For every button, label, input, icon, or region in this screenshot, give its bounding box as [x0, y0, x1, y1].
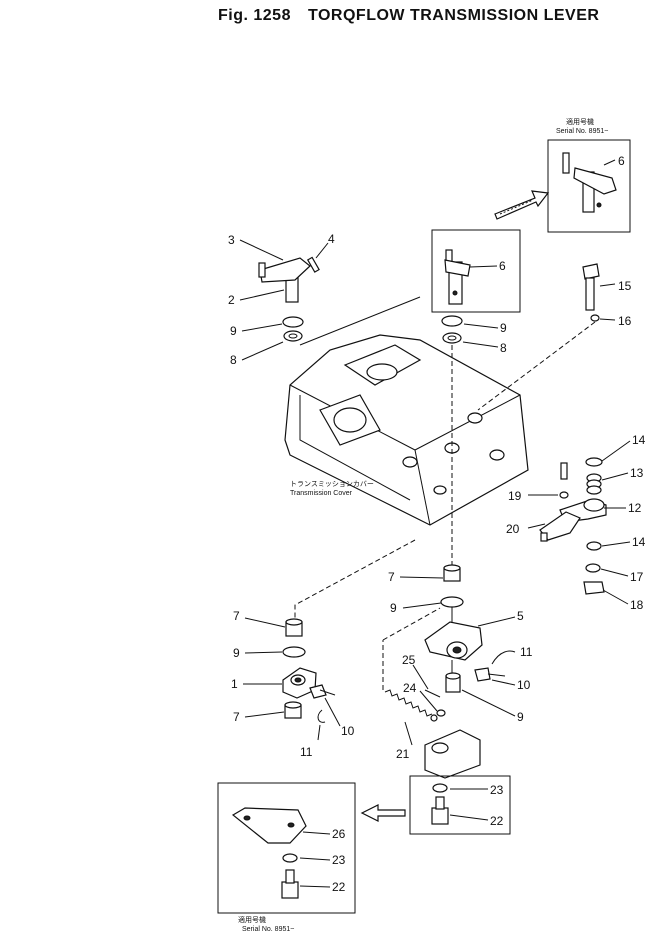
figure-title: TORQFLOW TRANSMISSION LEVER [308, 7, 599, 24]
callout-26: 26 [332, 827, 346, 841]
plug-22-right-icon [431, 796, 449, 825]
callout-23-bottom: 23 [332, 853, 346, 867]
callout-25: 25 [402, 653, 416, 667]
inset-frame-bottom [217, 782, 356, 914]
nut-18-icon [583, 581, 605, 595]
callout-6-center: 6 [499, 259, 506, 273]
callout-9-left: 9 [230, 324, 237, 338]
serial-note-bottom-jp: 適用号機 [238, 915, 266, 924]
spring-13-icon [586, 473, 602, 495]
callout-7-left-bottom: 7 [233, 710, 240, 724]
callout-8-left: 8 [230, 353, 237, 367]
callout-23-right: 23 [490, 783, 504, 797]
callout-10-left: 10 [341, 724, 355, 738]
cover-label-jp: トランスミッションカバー [290, 480, 374, 488]
callout-7-left-top: 7 [233, 609, 240, 623]
bolt-15-icon [582, 263, 600, 311]
callout-14-top: 14 [632, 433, 646, 447]
pin-4-icon [306, 256, 320, 273]
callout-6-inset: 6 [618, 154, 625, 168]
callout-16: 16 [618, 314, 632, 328]
callout-18: 18 [630, 598, 644, 612]
callout-3: 3 [228, 233, 235, 247]
bushing-8-center-icon [442, 332, 462, 344]
serial-note-bottom: Serial No. 8951~ [242, 926, 294, 933]
washer-14-bottom-icon [586, 541, 602, 551]
callout-14-bottom: 14 [632, 535, 646, 549]
inset-frame-lower-right [409, 775, 511, 835]
bushing-7-left-top-icon [285, 618, 303, 637]
callout-20: 20 [506, 522, 520, 536]
callout-19: 19 [508, 489, 522, 503]
wire-11-right-icon [491, 650, 516, 665]
washer-9-lower-icon [440, 596, 464, 608]
spring-21-icon [384, 689, 438, 722]
callout-22-right: 22 [490, 814, 504, 828]
cover-label-en: Transmission Cover [290, 490, 353, 497]
callout-15: 15 [618, 279, 632, 293]
washer-23-right-icon [432, 783, 448, 793]
bolt-10-left-icon [309, 684, 336, 699]
callout-13: 13 [630, 466, 644, 480]
lever-6-inset-icon [562, 152, 617, 213]
lever-2-icon [258, 257, 311, 303]
washer-23-bottom-icon [282, 853, 298, 863]
bushing-8-left-icon [283, 330, 303, 342]
washer-9-center-icon [441, 315, 463, 327]
callout-9-center: 9 [500, 321, 507, 335]
inset-frame-top [547, 139, 631, 233]
pin-25-icon [424, 689, 441, 698]
callout-24: 24 [403, 681, 417, 695]
callout-2: 2 [228, 293, 235, 307]
callout-5: 5 [517, 609, 524, 623]
washer-14-top-icon [585, 457, 603, 467]
bushing-9-lower-icon [445, 672, 461, 693]
wire-11-left-icon [317, 709, 326, 723]
snap-ring-17-icon [585, 563, 601, 573]
callout-22-bottom: 22 [332, 880, 346, 894]
callout-9-bracket: 9 [517, 710, 524, 724]
arrow-to-inset-icon [494, 190, 550, 220]
plate-26-icon [231, 807, 307, 844]
inset-frame-lever-6 [431, 229, 521, 313]
callout-17: 17 [630, 570, 644, 584]
plug-22-bottom-icon [281, 869, 299, 899]
bracket-1-icon [282, 667, 317, 699]
callout-7-center: 7 [388, 570, 395, 584]
serial-note-top-jp: 適用号機 [566, 117, 594, 126]
bushing-7-left-bottom-icon [284, 701, 302, 719]
bushing-7-center-icon [443, 564, 461, 582]
bolt-10-right-icon [474, 667, 506, 682]
callout-9-left-lower: 9 [233, 646, 240, 660]
ring-24-icon [436, 709, 446, 717]
serial-note-top: Serial No. 8951~ [556, 128, 608, 135]
lever-6-icon [444, 249, 471, 305]
washer-9-left-icon [282, 316, 304, 328]
callout-4: 4 [328, 232, 335, 246]
arrow-to-lower-inset-icon [360, 804, 406, 822]
callout-11-right: 11 [520, 645, 533, 659]
callout-9-lower: 9 [390, 601, 397, 615]
lever-20-icon [539, 511, 581, 542]
callout-8-center: 8 [500, 341, 507, 355]
callout-12: 12 [628, 501, 642, 515]
transmission-cover-icon [284, 334, 529, 526]
washer-9-left-lower-icon [282, 646, 306, 658]
callout-1: 1 [231, 677, 238, 691]
callout-11-left: 11 [300, 745, 313, 759]
callout-10-right: 10 [517, 678, 531, 692]
figure-number: Fig. 1258 [218, 7, 291, 24]
callout-21: 21 [396, 747, 410, 761]
block-lower-icon [424, 729, 481, 779]
pin-19-icon [559, 462, 569, 499]
bracket-5-icon [424, 621, 483, 661]
ring-16-icon [590, 314, 600, 322]
